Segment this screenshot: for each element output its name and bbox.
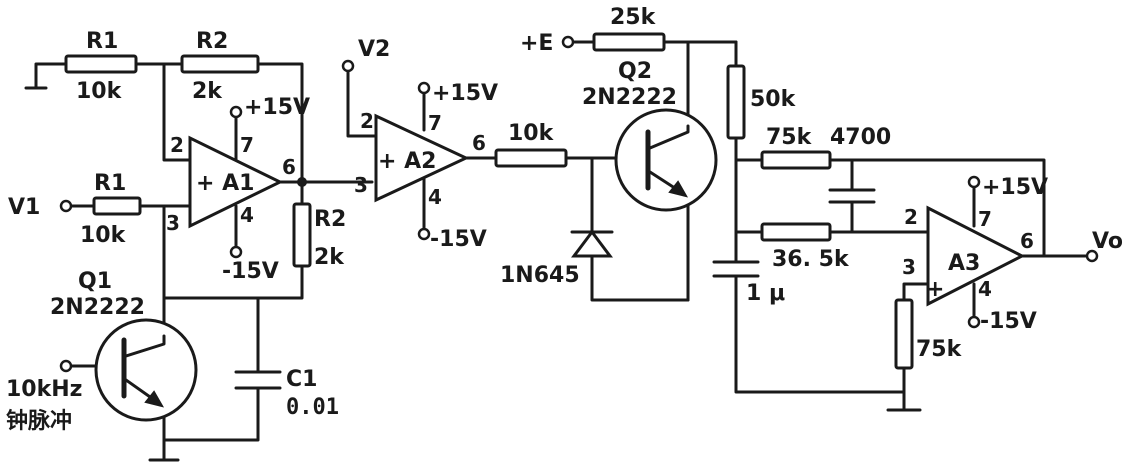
label-c-4700: 4700 <box>830 125 891 150</box>
resistor-r2-top <box>180 54 260 74</box>
capacitor-c1 <box>234 370 282 390</box>
terminal-clock[interactable] <box>59 359 73 373</box>
resistor-75k-top <box>760 150 832 170</box>
label-q1: Q1 <box>78 269 112 294</box>
label-a3-neg: -15V <box>980 309 1037 334</box>
terminal-a1-neg[interactable] <box>229 245 243 259</box>
terminal-v2[interactable] <box>341 59 355 73</box>
terminal-a3-neg[interactable] <box>967 315 981 329</box>
label-a3-pos: +15V <box>982 175 1048 200</box>
label-a1-pin4: 4 <box>240 203 254 227</box>
label-v2: V2 <box>358 37 390 62</box>
label-r1-top-value: 10k <box>76 79 123 104</box>
label-a1-pin6: 6 <box>282 155 296 179</box>
terminal-a2-neg[interactable] <box>417 227 431 241</box>
label-v1: V1 <box>8 195 40 220</box>
label-c1-value: 0.01 <box>286 395 339 420</box>
transistor-q1 <box>94 318 198 422</box>
label-a1-pin3: 3 <box>166 211 180 235</box>
resistor-10k <box>494 148 568 168</box>
label-a2-neg: -15V <box>430 227 487 252</box>
labels: R1 10k R2 2k V1 R1 10k 2 3 + A1 7 4 6 +1… <box>6 5 1123 434</box>
resistors <box>64 32 914 370</box>
label-q1-type: 2N2222 <box>50 295 145 320</box>
label-a3-pin7: 7 <box>978 207 992 231</box>
label-c-1u: 1 μ <box>746 281 785 306</box>
label-clock-freq: 10kHz <box>6 377 82 402</box>
resistor-50k <box>726 64 746 140</box>
label-c1: C1 <box>286 367 317 392</box>
label-a3-pin3: 3 <box>902 255 916 279</box>
terminal-a3-pos[interactable] <box>967 175 981 189</box>
label-a2-pin3: 3 <box>354 173 368 197</box>
diode-1n645 <box>570 229 614 258</box>
label-a2-pin2: 2 <box>360 109 374 133</box>
label-a3-name: A3 <box>948 251 980 276</box>
label-a3-pin4: 4 <box>978 277 992 301</box>
wires <box>24 40 1090 462</box>
terminal-v1[interactable] <box>59 199 73 213</box>
resistor-r2-right <box>292 202 312 268</box>
label-r-75k-top: 75k <box>766 125 813 150</box>
label-a1-pin7: 7 <box>240 133 254 157</box>
junction-dot <box>297 177 307 187</box>
label-q2: Q2 <box>618 59 652 84</box>
label-clock-desc: 钟脉冲 <box>6 408 72 434</box>
label-r1-mid: R1 <box>94 171 126 196</box>
terminal-vo[interactable] <box>1085 249 1099 263</box>
label-a1-name: + A1 <box>196 171 254 196</box>
label-r1-top: R1 <box>86 29 118 54</box>
label-r1-mid-value: 10k <box>80 223 127 248</box>
label-a2-pin6: 6 <box>472 131 486 155</box>
label-r2-right: R2 <box>314 207 346 232</box>
opamp-a3 <box>926 205 1026 307</box>
resistor-r1-top <box>64 54 138 74</box>
label-r-50k: 50k <box>750 87 797 112</box>
label-q2-type: 2N2222 <box>582 85 677 110</box>
transistor-q2 <box>614 108 718 212</box>
terminal-a2-pos[interactable] <box>417 81 431 95</box>
opamp-a2 <box>374 113 470 203</box>
terminal-a1-pos[interactable] <box>229 105 243 119</box>
terminal-e[interactable] <box>561 35 575 49</box>
label-a3-plus: + <box>926 277 944 302</box>
label-r-36-5k: 36. 5k <box>772 247 850 272</box>
label-vo: Vo <box>1092 229 1123 254</box>
label-a2-pin4: 4 <box>428 185 442 209</box>
label-a3-pin6: 6 <box>1020 229 1034 253</box>
label-a2-pos: +15V <box>432 81 498 106</box>
label-r-25k: 25k <box>610 5 657 30</box>
capacitor-4700 <box>828 188 876 204</box>
resistor-25k <box>592 32 666 52</box>
label-r-75k-bottom: 75k <box>916 337 963 362</box>
capacitors <box>234 188 876 390</box>
label-diode: 1N645 <box>500 263 580 288</box>
terminals <box>59 35 1099 373</box>
resistor-r1-mid <box>92 196 142 216</box>
label-a3-pin2: 2 <box>904 205 918 229</box>
label-a2-pin7: 7 <box>428 111 442 135</box>
label-a1-pin2: 2 <box>170 133 184 157</box>
label-r2-right-value: 2k <box>314 245 345 270</box>
label-a1-neg: -15V <box>222 259 279 284</box>
label-a1-pos: +15V <box>244 95 310 120</box>
resistor-75k-bottom <box>894 298 914 370</box>
resistor-36-5k <box>760 222 832 242</box>
capacitor-1u <box>712 260 760 278</box>
label-r2-top: R2 <box>196 29 228 54</box>
label-a2-name: + A2 <box>378 149 436 174</box>
label-r-base: 10k <box>508 121 555 146</box>
label-e-supply: +E <box>520 31 553 56</box>
opamp-a1 <box>188 135 284 229</box>
label-r2-top-value: 2k <box>192 79 223 104</box>
